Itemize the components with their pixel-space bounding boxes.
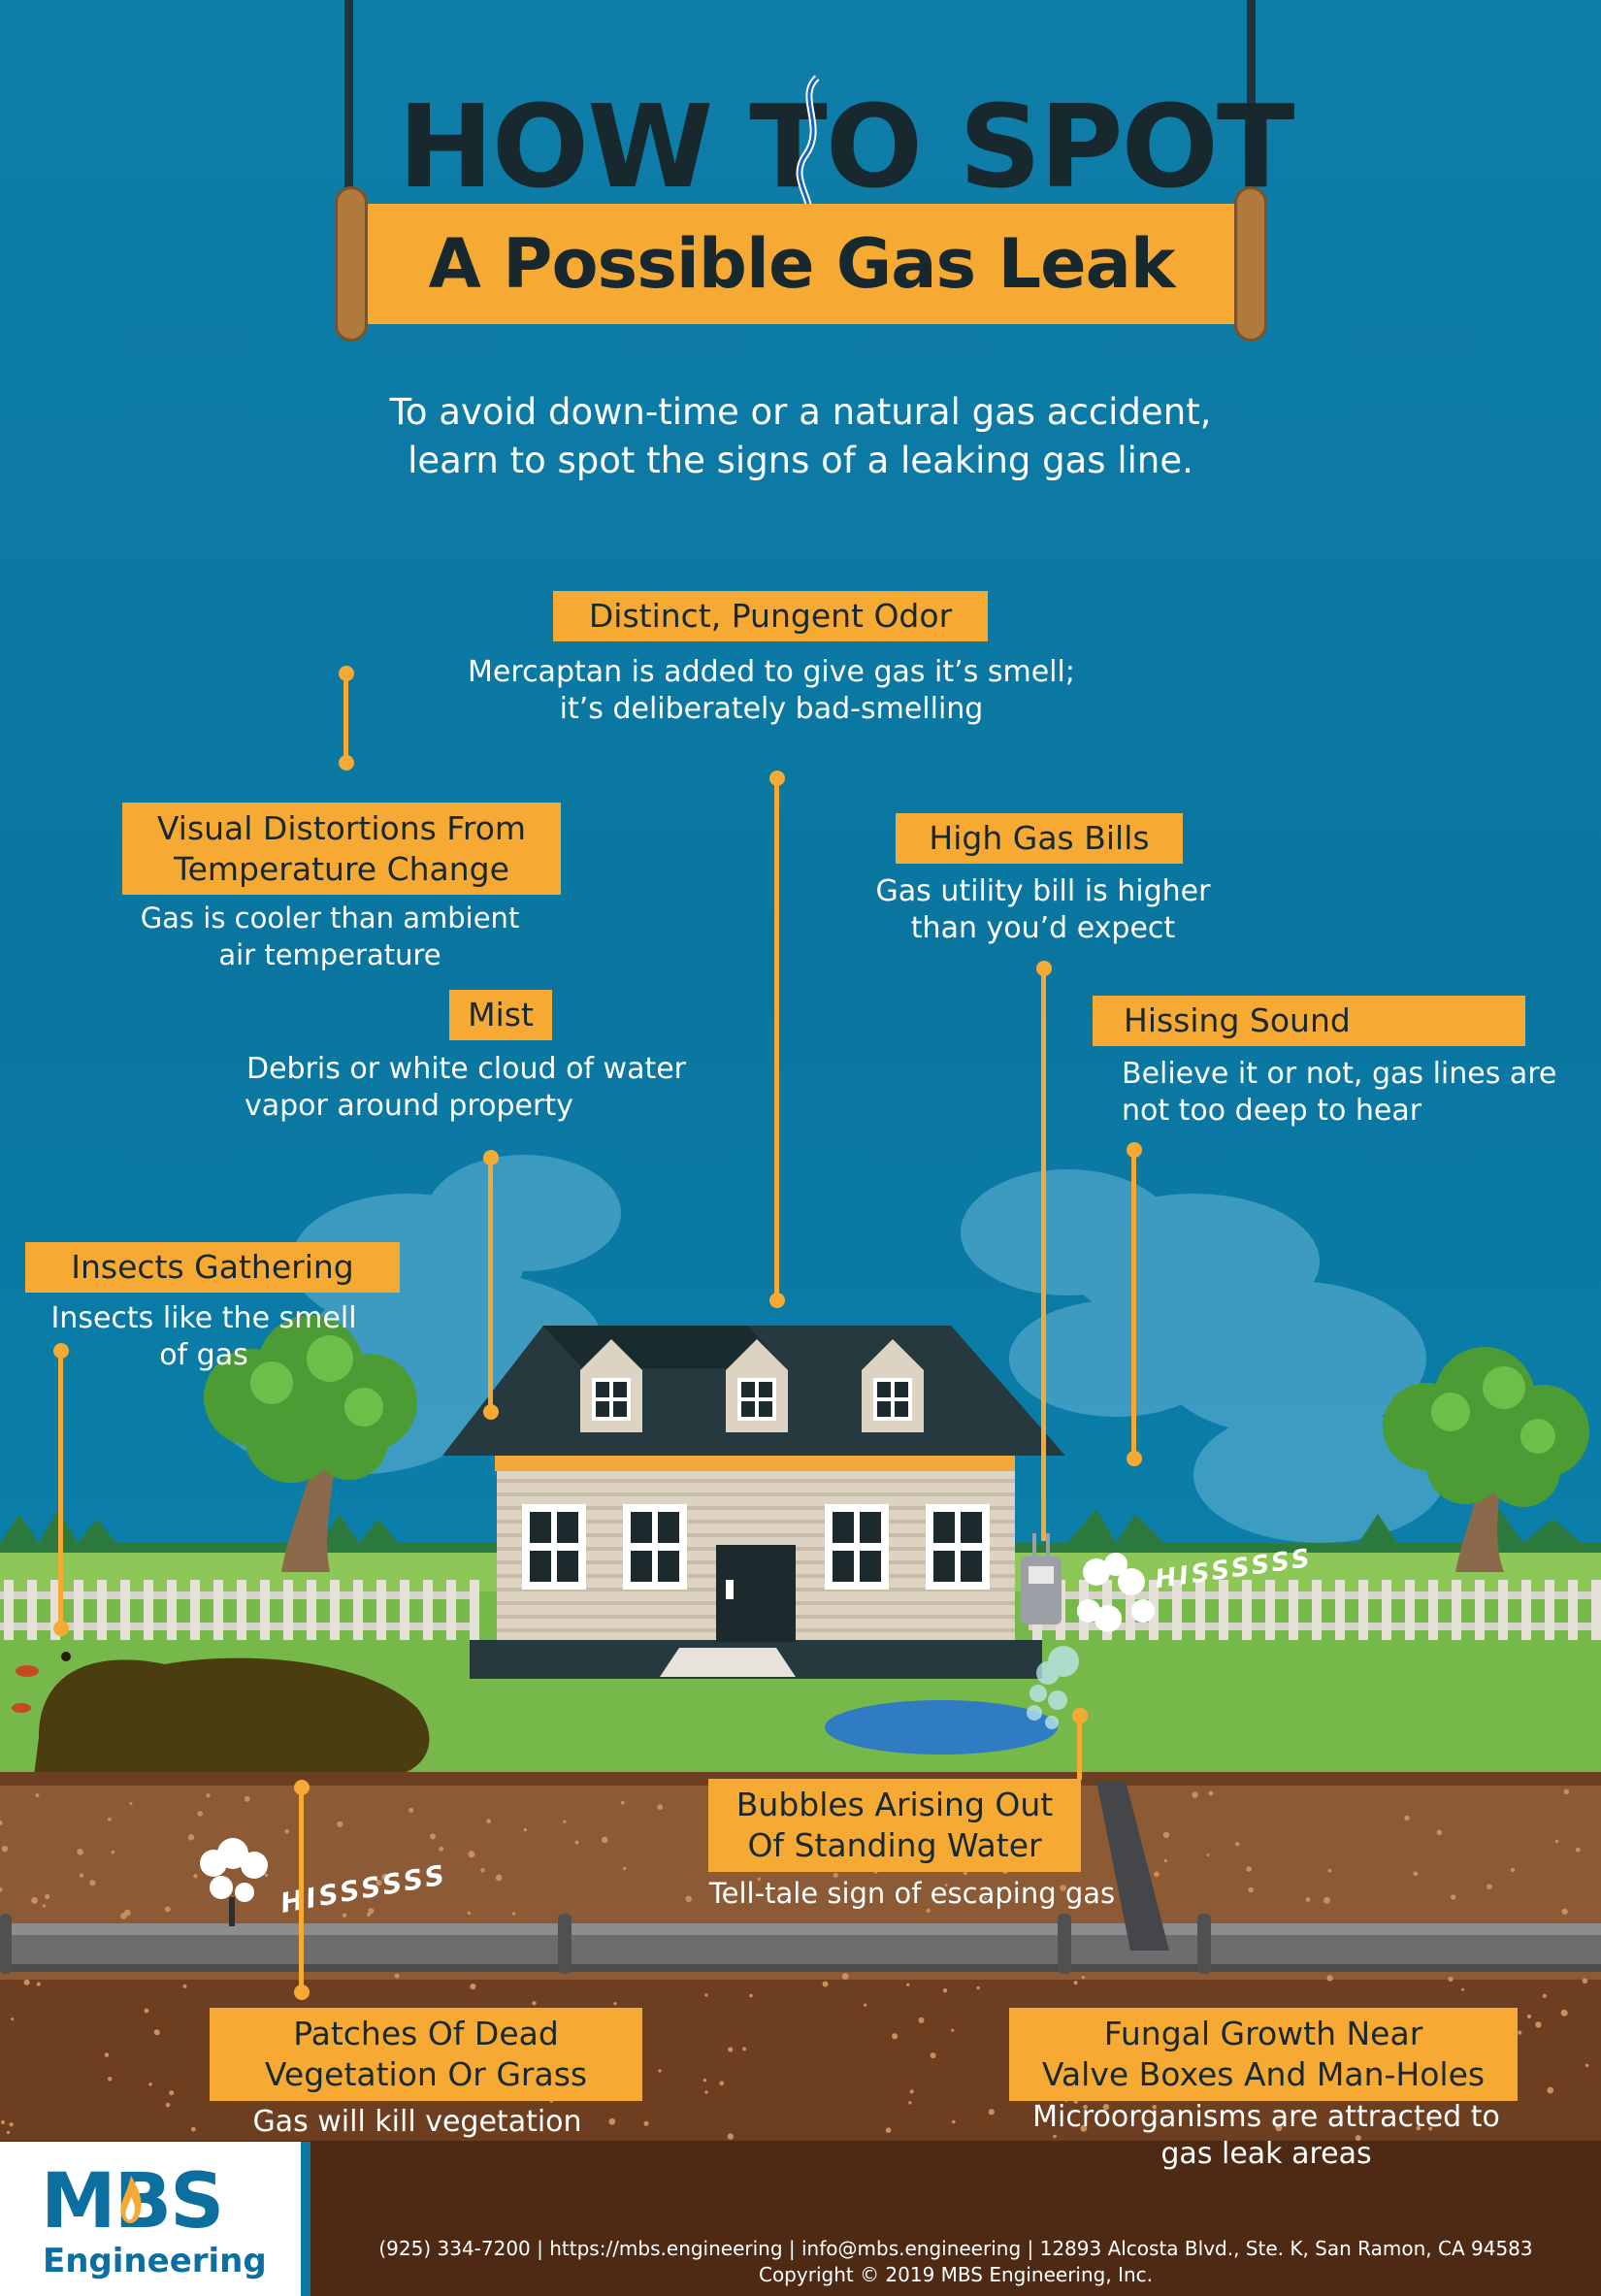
visual-pointer-line (343, 673, 348, 763)
dead-vegetation-patch (34, 1657, 430, 1776)
page-title: HOW TO SPOT (398, 80, 1294, 213)
vapor-cloud-right (961, 1169, 1446, 1543)
contact-line: (925) 334-7200 | https://mbs.engineering… (378, 2237, 1533, 2260)
window-panes (530, 1512, 982, 1582)
sign-odor-description: Mercaptan is added to give gas it’s smel… (468, 655, 1075, 726)
company-logo-subtitle: Engineering (43, 2242, 267, 2280)
sign-hissing-title: Hissing Sound (1093, 996, 1525, 1046)
sign-vegetation-title: Patches Of Dead Vegetation Or Grass (210, 2008, 642, 2101)
tree-left (204, 1315, 417, 1572)
dormers (580, 1339, 924, 1432)
banner-rod-right (1234, 186, 1267, 342)
intro-line-1: To avoid down-time or a natural gas acci… (389, 391, 1212, 433)
bubbles-icon (1027, 1646, 1079, 1729)
subtitle-banner (351, 204, 1252, 324)
insects-icon (12, 1652, 71, 1713)
hissing-pointer-end (1127, 1451, 1142, 1466)
insects-pointer-line (58, 1351, 63, 1628)
intro-text: To avoid down-time or a natural gas acci… (218, 388, 1383, 485)
house (442, 1326, 1065, 1679)
page-subtitle: A Possible Gas Leak (428, 224, 1176, 304)
mist-pointer-end (483, 1404, 499, 1420)
sign-mist-description: Debris or white cloud of water vapor aro… (245, 1052, 687, 1123)
intro-line-2: learn to spot the signs of a leaking gas… (408, 440, 1193, 481)
sign-mist-title: Mist (449, 990, 552, 1040)
logo-flame-icon (120, 2176, 142, 2223)
sign-odor-title: Distinct, Pungent Odor (553, 591, 988, 641)
footer-logo-panel (0, 2142, 301, 2296)
copyright-line: Copyright © 2019 MBS Engineering, Inc. (758, 2263, 1153, 2286)
hanging-rope-left (344, 0, 353, 194)
vegetation-pointer-line (299, 1788, 304, 1991)
insects-pointer-end (53, 1621, 69, 1636)
bubbles-pointer-line (1077, 1716, 1082, 1780)
sign-insects-title: Insects Gathering (25, 1242, 400, 1293)
banner-rod-left (335, 186, 368, 342)
tree-right (1383, 1347, 1589, 1572)
sign-fungal-description: Microorganisms are attracted to gas leak… (1032, 2100, 1500, 2171)
sign-fungal-title: Fungal Growth Near Valve Boxes And Man-H… (1009, 2008, 1518, 2101)
hissing-pointer-line (1131, 1150, 1136, 1459)
sign-hissing-description: Believe it or not, gas lines are not too… (1122, 1057, 1557, 1128)
sign-bubbles-description: Tell-tale sign of escaping gas (708, 1877, 1116, 1910)
sign-bubbles-title: Bubbles Arising Out Of Standing Water (708, 1779, 1081, 1872)
odor-pointer-end (769, 1293, 785, 1308)
odor-pointer-line (774, 778, 779, 1300)
sign-vegetation-description: Gas will kill vegetation (252, 2105, 582, 2139)
vegetation-pointer-end (294, 1984, 310, 2000)
bills-pointer-line (1041, 968, 1046, 1541)
gas-meter-icon (1021, 1533, 1062, 1624)
footer-divider (301, 2142, 310, 2296)
riser-pipe (1096, 1781, 1169, 1951)
hanging-rope-right (1247, 0, 1256, 194)
sign-bills-title: High Gas Bills (896, 813, 1183, 864)
hiss-puff-underground (200, 1838, 268, 1926)
hiss-puff-surface (1077, 1553, 1155, 1632)
sign-visual-description: Gas is cooler than ambient air temperatu… (140, 902, 520, 971)
sign-visual-title: Visual Distortions From Temperature Chan… (122, 803, 561, 895)
footer-contact: (925) 334-7200 | https://mbs.engineering… (310, 2236, 1601, 2288)
mist-pointer-line (488, 1158, 493, 1412)
standing-water (825, 1700, 1058, 1755)
sign-bills-description: Gas utility bill is higher than you’d ex… (875, 874, 1211, 945)
visual-pointer-end (339, 755, 354, 771)
sign-insects-description: Insects like the smell of gas (50, 1301, 357, 1372)
pipe-joints (0, 1914, 1211, 1974)
